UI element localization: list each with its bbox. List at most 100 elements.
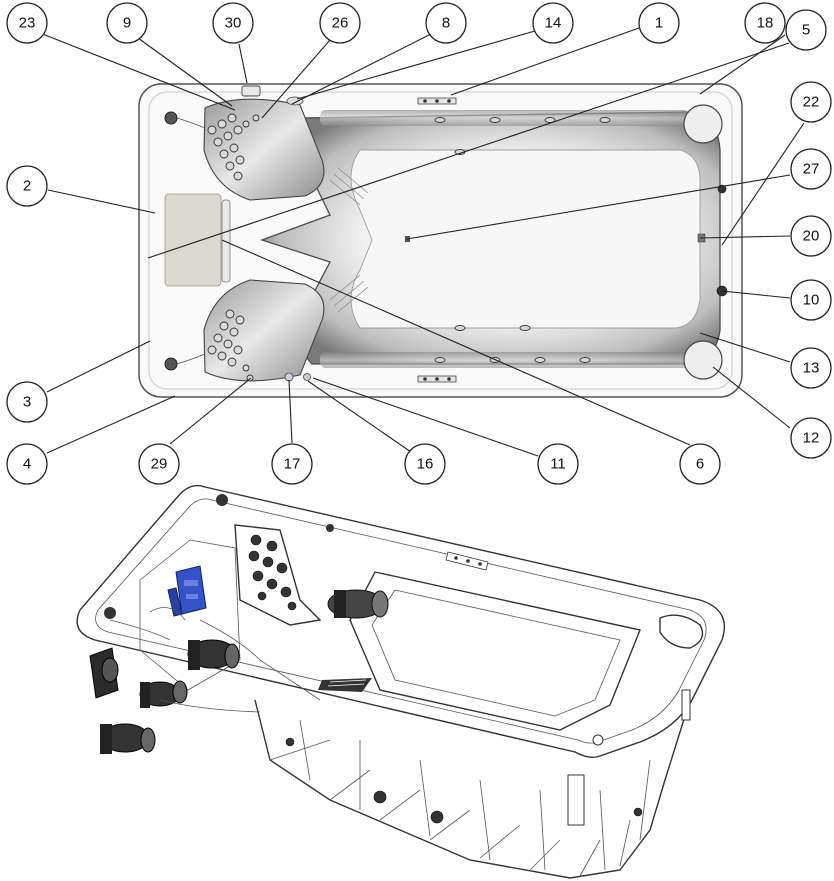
step-ridges	[329, 167, 369, 313]
leader-line-20	[307, 380, 412, 453]
grab-rail	[221, 199, 231, 283]
callout-11: 11	[537, 443, 579, 485]
callout-22: 22	[790, 81, 832, 123]
callout-circle	[790, 81, 832, 123]
callout-23: 23	[6, 2, 48, 44]
callout-8: 8	[425, 2, 467, 44]
iso-cupholder	[659, 614, 704, 649]
callout-number: 30	[225, 15, 242, 32]
iso-tub-body	[254, 699, 691, 879]
callout-12: 12	[790, 417, 832, 459]
leader-line-6	[450, 27, 640, 96]
callout-circle	[6, 443, 48, 485]
callout-circle	[138, 443, 180, 485]
callout-4: 4	[6, 443, 48, 485]
leader-line-7	[699, 34, 786, 95]
callout-circle	[6, 2, 48, 44]
leader-line-4	[291, 33, 432, 105]
callout-number: 12	[803, 430, 820, 447]
iso-lower-left-fitting	[104, 607, 116, 619]
callout-number: 4	[23, 456, 31, 473]
callout-circle	[106, 2, 148, 44]
corner-fittings	[164, 111, 206, 371]
spa-top-view	[138, 83, 743, 398]
iso-rim-inner	[95, 498, 707, 744]
iso-shell-mesh	[269, 719, 651, 877]
bottom-edge-bracket	[417, 375, 457, 383]
leader-line-22	[221, 239, 691, 446]
iso-body-jet-2	[430, 810, 444, 824]
bottom-air-fitting	[303, 373, 311, 381]
iso-circulation-pump	[327, 589, 389, 619]
callout-1: 1	[638, 2, 680, 44]
leader-lines	[39, 27, 805, 457]
callout-number: 18	[757, 15, 774, 32]
callout-number: 29	[151, 456, 168, 473]
callout-2: 2	[6, 165, 48, 207]
callout-number: 17	[284, 456, 301, 473]
callout-circle	[425, 2, 467, 44]
callout-number: 9	[123, 15, 131, 32]
leader-line-1	[137, 37, 233, 107]
callout-circle	[679, 443, 721, 485]
callout-circle	[271, 443, 313, 485]
iso-rim-fitting	[326, 524, 334, 532]
lower-left-fitting	[164, 357, 178, 371]
lower-right-cup	[683, 340, 723, 380]
leader-line-14	[712, 366, 791, 429]
callout-circle	[404, 443, 446, 485]
leader-line-15	[47, 189, 156, 214]
callout-20: 20	[790, 215, 832, 257]
callout-number: 23	[19, 15, 36, 32]
iso-piping	[109, 607, 321, 713]
iso-rim-bracket	[445, 551, 489, 571]
callout-circle	[790, 347, 832, 389]
leader-line-2	[238, 43, 248, 84]
leader-line-3	[261, 39, 331, 119]
leader-line-19	[288, 379, 293, 444]
callout-number: 20	[803, 228, 820, 245]
callout-circle	[790, 417, 832, 459]
callout-circle	[319, 2, 361, 44]
callout-18: 18	[744, 2, 786, 44]
iso-seat-panel	[234, 524, 322, 626]
leader-line-9	[721, 122, 805, 246]
leader-line-8	[147, 42, 790, 259]
iso-pump-1	[187, 639, 240, 670]
iso-seat-jets	[248, 534, 297, 611]
callout-number: 6	[696, 456, 704, 473]
callout-circle	[785, 9, 827, 51]
callout-16: 16	[404, 443, 446, 485]
bottom-wall-bench	[320, 352, 690, 368]
callout-circle	[790, 148, 832, 190]
leader-line-5	[296, 30, 536, 100]
top-skimmer	[241, 85, 261, 97]
callout-number: 3	[23, 394, 31, 411]
top-wall-jets	[434, 117, 611, 155]
callout-26: 26	[319, 2, 361, 44]
headrest-pad	[164, 193, 222, 287]
spa-isometric-view	[76, 484, 726, 879]
iso-upper-left-fitting	[216, 494, 228, 506]
spa-inner-rim	[148, 91, 733, 390]
callout-number: 11	[550, 456, 566, 473]
iso-equipment-bay	[139, 539, 241, 691]
leader-line-16	[46, 340, 151, 393]
iso-support-leg	[567, 774, 585, 826]
callout-number: 5	[802, 22, 810, 39]
callout-number: 13	[803, 360, 820, 377]
inner-floor	[350, 149, 701, 329]
top-edge-bracket	[417, 97, 457, 105]
bottom-light-fitting	[284, 372, 294, 382]
callout-number: 14	[545, 15, 562, 32]
callout-circle	[744, 2, 786, 44]
callout-27: 27	[790, 148, 832, 190]
upper-seat-jet-cluster	[207, 113, 260, 181]
callout-circle	[790, 215, 832, 257]
callout-circle	[638, 2, 680, 44]
callout-circle	[6, 165, 48, 207]
callout-number: 2	[23, 178, 31, 195]
iso-footwell	[349, 571, 641, 731]
callout-30: 30	[212, 2, 254, 44]
